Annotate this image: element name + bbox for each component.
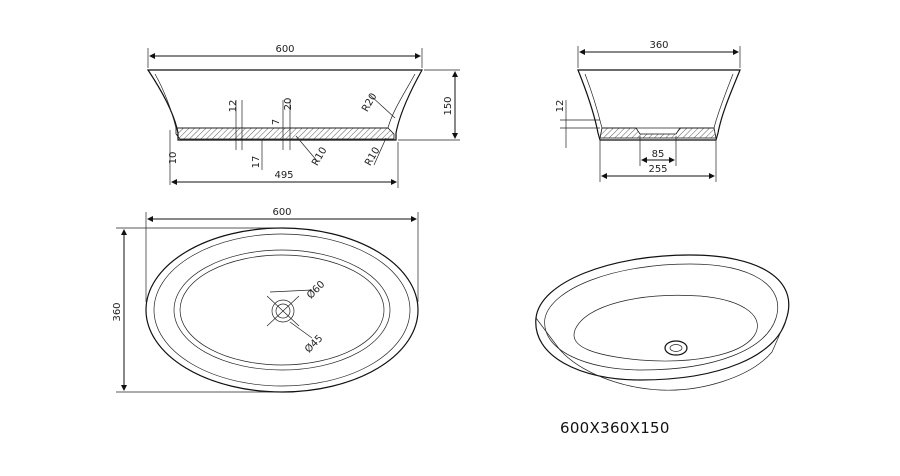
top-view: Ø60 Ø45 600 360 — [112, 207, 419, 393]
top-view-bowl-outer — [173, 249, 391, 371]
end-wall-12-label: 12 — [555, 100, 566, 113]
side-height-label: 150 — [443, 96, 454, 115]
perspective-inner-rim — [544, 263, 778, 371]
top-width-label: 600 — [272, 207, 291, 218]
side-view-base-section — [175, 127, 395, 140]
side-view: 600 150 R20 12 20 7 17 10 R10 R10 495 — [146, 44, 460, 188]
end-drain-label: 85 — [652, 149, 665, 160]
side-radius-left-label: R10 — [310, 145, 329, 168]
side-base-label: 495 — [274, 170, 293, 181]
side-view-outline — [146, 69, 424, 141]
side-radius-right-label: R10 — [363, 145, 382, 168]
side-wall-10-label: 10 — [168, 152, 179, 165]
top-view-outlet-outer — [271, 299, 295, 323]
perspective-bowl-floor — [573, 295, 758, 362]
side-wall-12-label: 12 — [228, 100, 239, 113]
top-view-outlet-inner — [275, 303, 291, 319]
top-view-bowl-inner — [179, 254, 385, 366]
side-wall-20-label: 20 — [283, 98, 294, 111]
dimensions-caption: 600X360X150 — [560, 419, 670, 437]
side-wall-17-label: 17 — [251, 156, 262, 169]
end-view: 360 12 85 255 — [555, 40, 741, 182]
perspective-view: 600X360X150 — [535, 254, 790, 437]
side-wall-7-label: 7 — [271, 119, 282, 125]
end-base-label: 255 — [648, 164, 667, 175]
top-depth-label: 360 — [112, 302, 123, 321]
side-width-label: 600 — [275, 44, 294, 55]
perspective-outlet — [664, 340, 688, 356]
end-width-label: 360 — [649, 40, 668, 51]
end-view-base-section — [599, 127, 717, 139]
perspective-base-edge — [559, 349, 773, 391]
top-view-rim-inner — [153, 233, 411, 387]
end-view-inner-wall — [584, 73, 734, 129]
